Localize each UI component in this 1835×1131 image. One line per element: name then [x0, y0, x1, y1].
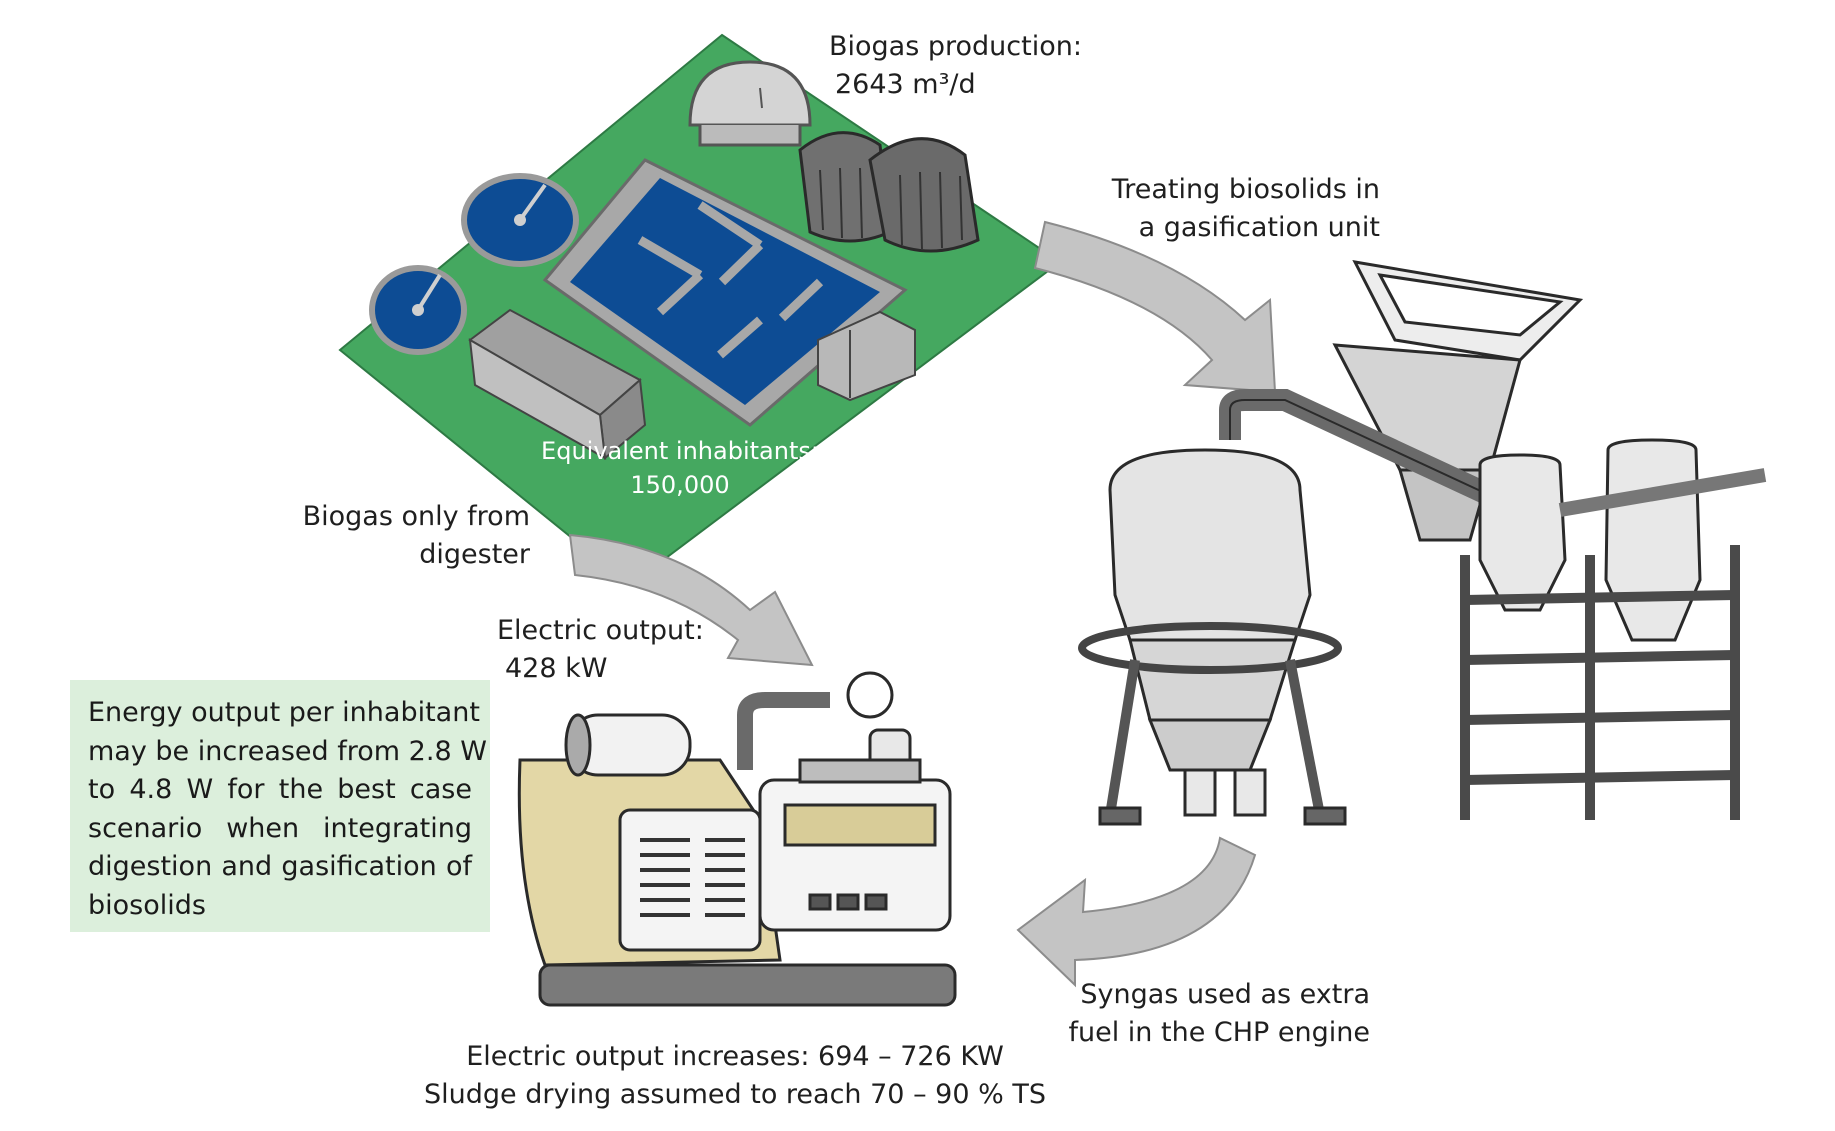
biogas-production-label: Biogas production: 2643 m³/d — [829, 28, 1082, 104]
gasification-label: Treating biosolids in a gasification uni… — [1080, 171, 1380, 247]
syngas-label: Syngas used as extra fuel in the CHP eng… — [1040, 976, 1370, 1052]
info-box-line-5: digestion and gasification of — [88, 851, 472, 882]
digester-tanks — [798, 131, 980, 253]
biogas-production-value: 2643 m³/d — [835, 69, 976, 100]
bottom-caption: Electric output increases: 694 – 726 KW … — [420, 1038, 1050, 1114]
info-box-line-1: Energy output per inhabitant — [88, 697, 480, 728]
biogas-only-line-2: digester — [419, 539, 530, 570]
biogas-production-title: Biogas production: — [829, 31, 1082, 62]
biogas-holder-dome — [688, 60, 812, 147]
chp-engine-illustration — [517, 671, 957, 1007]
wastewater-plant-illustration — [338, 33, 1062, 587]
syngas-line-2: fuel in the CHP engine — [1068, 1017, 1370, 1048]
info-box-line-6: biosolids — [88, 889, 206, 921]
inhabitants-value: 150,000 — [630, 471, 730, 499]
info-box-line-4: scenario when integrating — [88, 812, 472, 844]
sludge-drying-text: Sludge drying assumed to reach 70 – 90 %… — [424, 1079, 1046, 1110]
arrow-plant-to-gasifier — [1033, 220, 1277, 394]
electric-output-label: Electric output: 428 kW — [497, 612, 704, 688]
syngas-line-1: Syngas used as extra — [1080, 979, 1370, 1010]
energy-info-box: Energy output per inhabitant may be incr… — [70, 680, 490, 932]
biogas-only-line-1: Biogas only from — [302, 501, 530, 532]
electric-output-value: 428 kW — [505, 653, 608, 684]
gasification-label-line-2: a gasification unit — [1138, 212, 1380, 243]
clarifier-tanks — [369, 173, 579, 355]
inhabitants-title: Equivalent inhabitants: — [541, 437, 819, 465]
equivalent-inhabitants-label: Equivalent inhabitants: 150,000 — [530, 434, 830, 502]
arrow-gasifier-to-engine — [1016, 836, 1257, 988]
info-box-line-2: may be increased from 2.8 W — [88, 735, 487, 767]
biogas-only-label: Biogas only from digester — [250, 498, 530, 574]
arrow-plant-to-engine — [568, 533, 814, 667]
aeration-basins — [542, 158, 908, 427]
info-box-line-3: to 4.8 W for the best case — [88, 774, 472, 805]
plant-buildings — [468, 308, 916, 460]
flow-arrows — [568, 220, 1277, 988]
gasification-label-line-1: Treating biosolids in — [1111, 174, 1380, 205]
gasification-unit-illustration — [1078, 260, 1767, 826]
electric-output-increase-text: Electric output increases: 694 – 726 KW — [466, 1041, 1004, 1072]
electric-output-title: Electric output: — [497, 615, 704, 646]
